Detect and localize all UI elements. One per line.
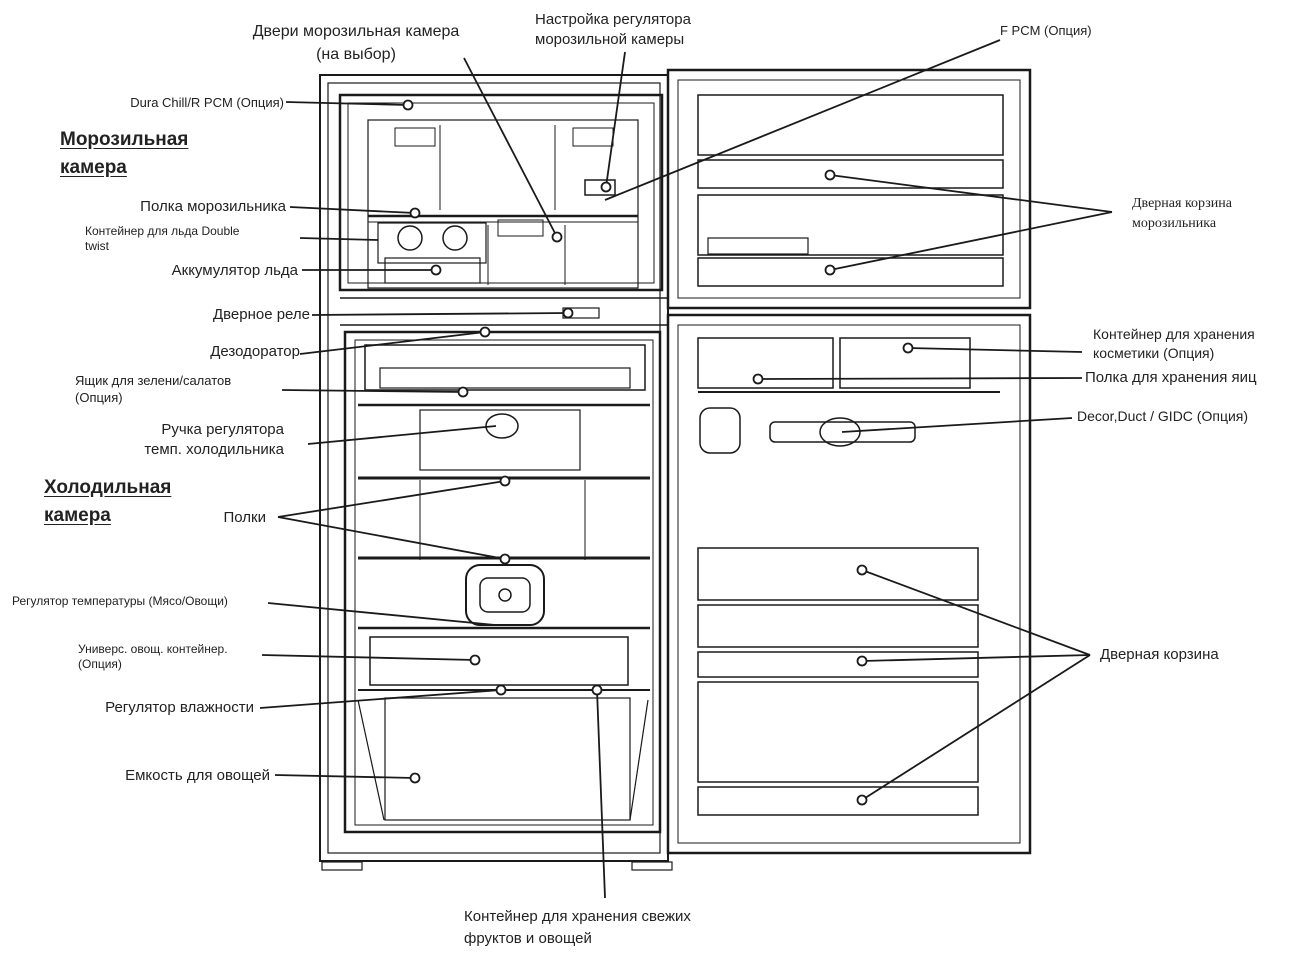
freezer-section-title: Морозильная камера [60,126,188,182]
leader-dots [402,99,914,806]
label-ice-bank: Аккумулятор льда [171,262,298,279]
label-freezer-basket: Дверная корзина морозильника [1132,194,1232,234]
freezer-section-line2: камера [60,157,127,178]
label-freezer-door: Двери морозильная камера (на выбор) [222,20,490,66]
fridge-section-title: Холодильная камера [44,474,171,530]
label-freezer-shelf: Полка морозильника [140,198,286,215]
label-fresh-fruit-line2: фруктов и овощей [464,930,592,947]
label-salad-box-line1: Ящик для зелени/салатов [75,373,232,388]
label-decor: Decor,Duct / GIDC (Опция) [1077,408,1249,424]
label-fridge-knob-line2: темп. холодильника [144,441,284,458]
label-cosmetics: Контейнер для хранения косметики (Опция) [1093,325,1255,363]
label-fridge-knob-line1: Ручка регулятора [161,421,284,438]
label-cosmetics-line2: косметики (Опция) [1093,345,1215,361]
label-door-switch: Дверное реле [212,306,310,323]
label-freezer-basket-line2: морозильника [1132,216,1217,231]
label-freezer-regulator: Настройка регулятора морозильной камеры [535,10,691,50]
label-dura-chill: Dura Chill/R PCM (Опция) [130,95,284,110]
label-ice-twist-line2: twist [85,239,109,253]
fridge-section-line1: Холодильная [44,477,172,498]
label-salad-box: Ящик для зелени/салатов (Опция) [75,372,231,406]
fridge-section-line2: камера [44,505,111,526]
label-egg-shelf: Полка для хранения яиц [1085,369,1257,386]
label-ice-twist: Контейнер для льда Double twist [85,224,239,254]
label-veg-bin: Емкость для овощей [125,767,270,784]
label-fresh-fruit-line1: Контейнер для хранения свежих [464,908,691,925]
leader-lines [259,39,1113,899]
label-humidity: Регулятор влажности [105,699,254,716]
label-fresh-fruit: Контейнер для хранения свежих фруктов и … [464,906,691,950]
label-freezer-regulator-line1: Настройка регулятора [535,11,691,28]
label-deodorizer: Дезодоратор [210,343,300,360]
label-f-pcm: F PCM (Опция) [1000,23,1092,38]
label-fridge-knob: Ручка регулятора темп. холодильника [60,420,284,460]
label-cosmetics-line1: Контейнер для хранения [1093,326,1255,342]
label-freezer-regulator-line2: морозильной камеры [535,31,685,48]
label-universal-veg-line2: (Опция) [78,657,122,671]
label-freezer-door-line2: (на выбор) [316,46,396,63]
label-shelves: Полки [223,509,267,526]
label-door-basket: Дверная корзина [1100,646,1219,663]
label-universal-veg-line1: Универс. овощ. контейнер. [78,642,228,656]
label-salad-box-line2: (Опция) [75,390,123,405]
label-meat-veg: Регулятор температуры (Мясо/Овощи) [12,594,228,608]
label-freezer-basket-line1: Дверная корзина [1132,196,1232,211]
fridge-body [319,68,1032,871]
label-universal-veg: Универс. овощ. контейнер. (Опция) [78,642,228,672]
label-ice-twist-line1: Контейнер для льда Double [85,224,240,238]
freezer-section-line1: Морозильная [60,129,189,150]
label-freezer-door-line1: Двери морозильная камера [252,23,460,40]
